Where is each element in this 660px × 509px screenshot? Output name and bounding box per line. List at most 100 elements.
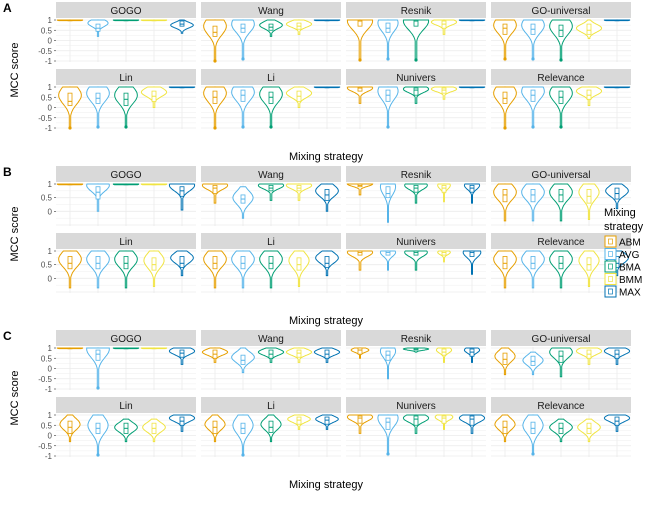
facet-title: Li bbox=[267, 237, 275, 248]
violin-shape bbox=[232, 414, 254, 456]
box bbox=[357, 19, 363, 27]
violin-avg bbox=[379, 250, 397, 271]
box bbox=[67, 92, 73, 106]
box bbox=[530, 189, 536, 203]
violin-shape bbox=[231, 250, 255, 289]
panel-nunivers: Nunivers bbox=[346, 69, 486, 129]
box bbox=[385, 417, 391, 430]
violin-shape bbox=[493, 183, 517, 222]
violin-avg bbox=[86, 183, 110, 212]
violin-shape bbox=[346, 19, 374, 61]
violin-max bbox=[458, 86, 486, 89]
outlier-point bbox=[241, 453, 245, 457]
outlier-point bbox=[241, 125, 245, 129]
box bbox=[558, 256, 564, 270]
y-tick-label: 1 bbox=[48, 16, 53, 25]
violin-abm bbox=[203, 86, 227, 130]
y-tick-label: 1 bbox=[48, 411, 53, 420]
violin-bma bbox=[404, 183, 428, 204]
violin-bma bbox=[114, 250, 138, 289]
violin-abm bbox=[494, 347, 516, 376]
facet-title: Relevance bbox=[537, 401, 585, 412]
violin-bmm bbox=[285, 347, 313, 363]
panel-wang: Wang bbox=[201, 2, 341, 63]
violin-avg bbox=[521, 183, 545, 222]
violin-abm bbox=[204, 414, 226, 443]
violin-abm bbox=[493, 86, 517, 130]
violin-bmm bbox=[140, 347, 168, 350]
violin-abm bbox=[58, 250, 82, 289]
violin-bmm bbox=[430, 86, 458, 100]
panel-relevance: Relevance bbox=[491, 69, 631, 130]
box bbox=[179, 186, 185, 197]
box bbox=[586, 89, 592, 100]
legend-item-abm: ABM bbox=[604, 235, 641, 249]
box bbox=[212, 256, 218, 270]
violin-shape bbox=[203, 19, 227, 62]
violin-avg bbox=[377, 19, 399, 61]
violin-max bbox=[315, 414, 339, 430]
box bbox=[324, 256, 330, 268]
violin-shape bbox=[86, 250, 110, 289]
outlier-point bbox=[96, 386, 100, 390]
box bbox=[413, 184, 419, 193]
legend-key bbox=[604, 260, 617, 273]
facet-strip bbox=[346, 397, 486, 413]
box bbox=[413, 415, 419, 426]
facet-strip bbox=[346, 233, 486, 249]
box bbox=[95, 349, 101, 361]
y-tick-label: -0.5 bbox=[38, 375, 52, 384]
facet-title: Nunivers bbox=[396, 73, 435, 84]
violin-bmm bbox=[287, 414, 311, 430]
box bbox=[268, 256, 274, 270]
violin-bma bbox=[114, 86, 138, 129]
outlier-point bbox=[414, 58, 418, 62]
violin-avg bbox=[522, 414, 544, 456]
facet-strip bbox=[491, 330, 631, 346]
box bbox=[469, 184, 475, 193]
legend-label: ABM bbox=[619, 238, 641, 249]
violin-max bbox=[315, 183, 339, 212]
outlier-point bbox=[386, 125, 390, 129]
legend-label: BMA bbox=[619, 263, 641, 274]
box bbox=[502, 256, 508, 270]
panel-relevance: Relevance bbox=[491, 397, 631, 457]
block-label: C bbox=[3, 329, 12, 343]
facet-strip bbox=[56, 397, 196, 413]
violin-avg bbox=[86, 347, 110, 390]
violin-abm bbox=[346, 86, 374, 104]
violin-abm bbox=[56, 347, 84, 350]
violin-max bbox=[603, 86, 631, 89]
outlier-point bbox=[559, 58, 563, 62]
legend-key-box bbox=[608, 263, 613, 270]
violin-shape bbox=[522, 414, 544, 455]
violin-bma bbox=[112, 19, 140, 22]
violin-avg bbox=[231, 250, 255, 289]
box bbox=[413, 87, 419, 96]
violin-shape bbox=[231, 86, 255, 128]
panel-go-universal: GO-universal bbox=[491, 2, 631, 62]
legend-title: Mixing bbox=[604, 207, 636, 219]
outlier-point bbox=[269, 125, 273, 129]
violin-max bbox=[168, 414, 196, 432]
violin-max bbox=[603, 414, 631, 432]
violin-shape bbox=[86, 86, 110, 128]
violin-shape bbox=[462, 250, 482, 275]
violin-abm bbox=[201, 347, 229, 363]
violin-bmm bbox=[285, 183, 313, 201]
violin-bmm bbox=[575, 86, 603, 106]
legend-key-box bbox=[608, 238, 613, 245]
violin-shape bbox=[203, 86, 227, 129]
box bbox=[441, 87, 447, 94]
violin-shape bbox=[377, 19, 399, 60]
violin-avg bbox=[232, 186, 254, 219]
box bbox=[558, 350, 564, 363]
violin-bmm bbox=[437, 183, 451, 203]
violin-shape bbox=[257, 183, 285, 201]
violin-bmm bbox=[285, 19, 313, 35]
violin-shape bbox=[404, 183, 428, 204]
violin-max bbox=[168, 347, 196, 365]
box bbox=[530, 256, 536, 270]
